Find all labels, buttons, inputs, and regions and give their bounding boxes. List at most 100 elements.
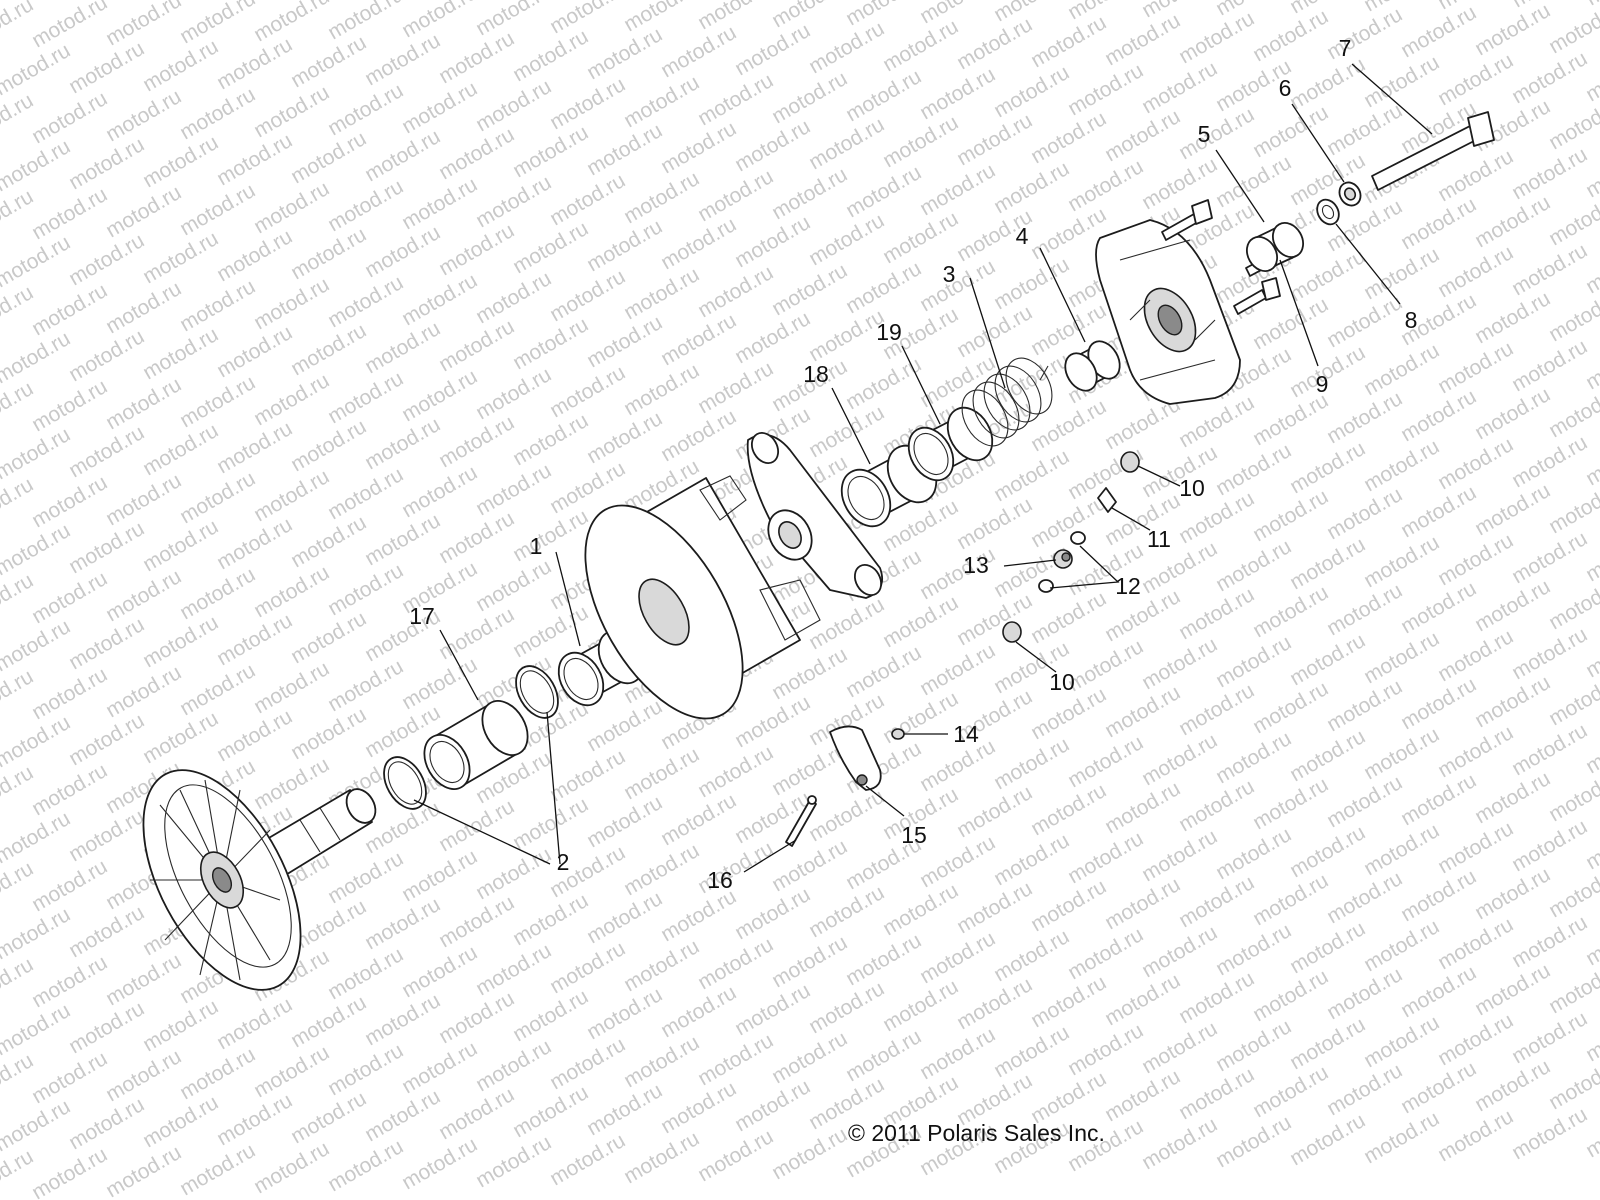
watermark-text: motod.ru	[361, 221, 444, 282]
watermark-text: motod.ru	[324, 559, 407, 620]
watermark-text: motod.ru	[1175, 679, 1258, 740]
watermark-text: motod.ru	[435, 315, 518, 376]
watermark-text: motod.ru	[361, 509, 444, 570]
watermark-text: motod.ru	[1323, 387, 1406, 448]
watermark-text: motod.ru	[620, 1127, 703, 1188]
watermark-text: motod.ru	[398, 269, 481, 330]
watermark-text: motod.ru	[139, 323, 222, 384]
watermark-text: motod.ru	[620, 167, 703, 228]
watermark-text: motod.ru	[546, 937, 629, 998]
watermark-text: motod.ru	[1360, 723, 1443, 784]
watermark-text: motod.ru	[324, 0, 407, 44]
watermark-text: motod.ru	[1064, 827, 1147, 888]
watermark-text: motod.ru	[879, 207, 962, 268]
watermark-text: motod.ru	[139, 35, 222, 96]
watermark-text: motod.ru	[1582, 1101, 1600, 1162]
watermark-text: motod.ru	[1175, 1063, 1258, 1124]
watermark-text: motod.ru	[28, 0, 111, 52]
watermark-text: motod.ru	[1027, 875, 1110, 936]
watermark-text: motod.ru	[472, 0, 555, 40]
watermark-text: motod.ru	[1323, 3, 1406, 64]
watermark-text: motod.ru	[472, 363, 555, 424]
watermark-text: motod.ru	[583, 887, 666, 948]
watermark-text: motod.ru	[1212, 919, 1295, 980]
watermark-text: motod.ru	[1508, 431, 1591, 492]
watermark-text: motod.ru	[472, 843, 555, 904]
watermark-text: motod.ru	[213, 705, 296, 766]
watermark-text: motod.ru	[139, 419, 222, 480]
watermark-text: motod.ru	[1471, 0, 1554, 60]
watermark-text: motod.ru	[102, 949, 185, 1010]
watermark-text: motod.ru	[398, 941, 481, 1002]
callout-14: 14	[953, 721, 979, 747]
watermark-text: motod.ru	[250, 1137, 333, 1198]
watermark-text: motod.ru	[805, 401, 888, 462]
watermark-text: motod.ru	[1249, 5, 1332, 66]
watermark-text: motod.ru	[1286, 0, 1369, 18]
watermark-text: motod.ru	[250, 369, 333, 430]
watermark-text: motod.ru	[509, 889, 592, 950]
callout-15: 15	[901, 822, 927, 848]
watermark-text: motod.ru	[620, 263, 703, 324]
watermark-text: motod.ru	[1027, 779, 1110, 840]
watermark-text: motod.ru	[583, 791, 666, 852]
watermark-text: motod.ru	[1397, 673, 1480, 734]
callout-1: 1	[530, 533, 543, 559]
watermark-text: motod.ru	[1212, 1111, 1295, 1172]
watermark-text: motod.ru	[28, 855, 111, 916]
watermark-text: motod.ru	[1397, 193, 1480, 254]
watermark-text: motod.ru	[1323, 291, 1406, 352]
watermark-text: motod.ru	[1212, 727, 1295, 788]
watermark-text: motod.ru	[1434, 913, 1517, 974]
watermark-text: motod.ru	[1471, 959, 1554, 1020]
watermark-text: motod.ru	[324, 943, 407, 1004]
watermark-text: motod.ru	[65, 997, 148, 1058]
watermark-text: motod.ru	[1175, 103, 1258, 164]
watermark-text: motod.ru	[990, 0, 1073, 26]
callout-numbers: 1 2 3 4 5 6 7 8 9 10 10 11 12 13 14 15 1…	[409, 35, 1417, 893]
part-18-bushing	[840, 444, 938, 528]
watermark-text: motod.ru	[435, 219, 518, 280]
watermark-text: motod.ru	[1582, 621, 1600, 682]
watermark-text: motod.ru	[805, 977, 888, 1038]
watermark-text: motod.ru	[1582, 237, 1600, 298]
watermark-text: motod.ru	[1101, 873, 1184, 934]
watermark-text: motod.ru	[1508, 239, 1591, 300]
watermark-text: motod.ru	[768, 0, 851, 32]
watermark-text: motod.ru	[435, 411, 518, 472]
part-2-ring-b	[515, 665, 559, 719]
watermark-text: motod.ru	[953, 13, 1036, 74]
watermark-text: motod.ru	[435, 795, 518, 856]
watermark-text: motod.ru	[102, 85, 185, 146]
watermark-text: motod.ru	[1323, 963, 1406, 1024]
watermark-text: motod.ru	[509, 217, 592, 278]
watermark-text: motod.ru	[842, 65, 925, 126]
watermark-text: motod.ru	[28, 1047, 111, 1108]
part-12-washer-a	[1070, 531, 1086, 545]
watermark-text: motod.ru	[1397, 1057, 1480, 1118]
watermark-text: motod.ru	[1323, 867, 1406, 928]
watermark-text: motod.ru	[435, 1083, 518, 1144]
watermark-text: motod.ru	[583, 23, 666, 84]
watermark-text: motod.ru	[1101, 585, 1184, 646]
watermark-text: motod.ru	[916, 1023, 999, 1084]
watermark-text: motod.ru	[361, 125, 444, 186]
watermark-text: motod.ru	[1582, 909, 1600, 970]
watermark-text: motod.ru	[1434, 1009, 1517, 1070]
watermark-text: motod.ru	[1582, 1005, 1600, 1066]
watermark-text: motod.ru	[102, 565, 185, 626]
part-11-pin	[1097, 487, 1117, 513]
watermark-text: motod.ru	[1064, 731, 1147, 792]
watermark-text: motod.ru	[102, 373, 185, 434]
watermark-text: motod.ru	[1249, 101, 1332, 162]
watermark-text: motod.ru	[287, 223, 370, 284]
watermark-text: motod.ru	[768, 1027, 851, 1088]
watermark-text: motod.ru	[472, 555, 555, 616]
watermark-text: motod.ru	[250, 561, 333, 622]
watermark-text: motod.ru	[1286, 533, 1369, 594]
part-10-roller-upper	[1120, 451, 1140, 473]
watermark-text: motod.ru	[287, 1087, 370, 1148]
watermark-text: motod.ru	[546, 1033, 629, 1094]
watermark-text: motod.ru	[1212, 535, 1295, 596]
